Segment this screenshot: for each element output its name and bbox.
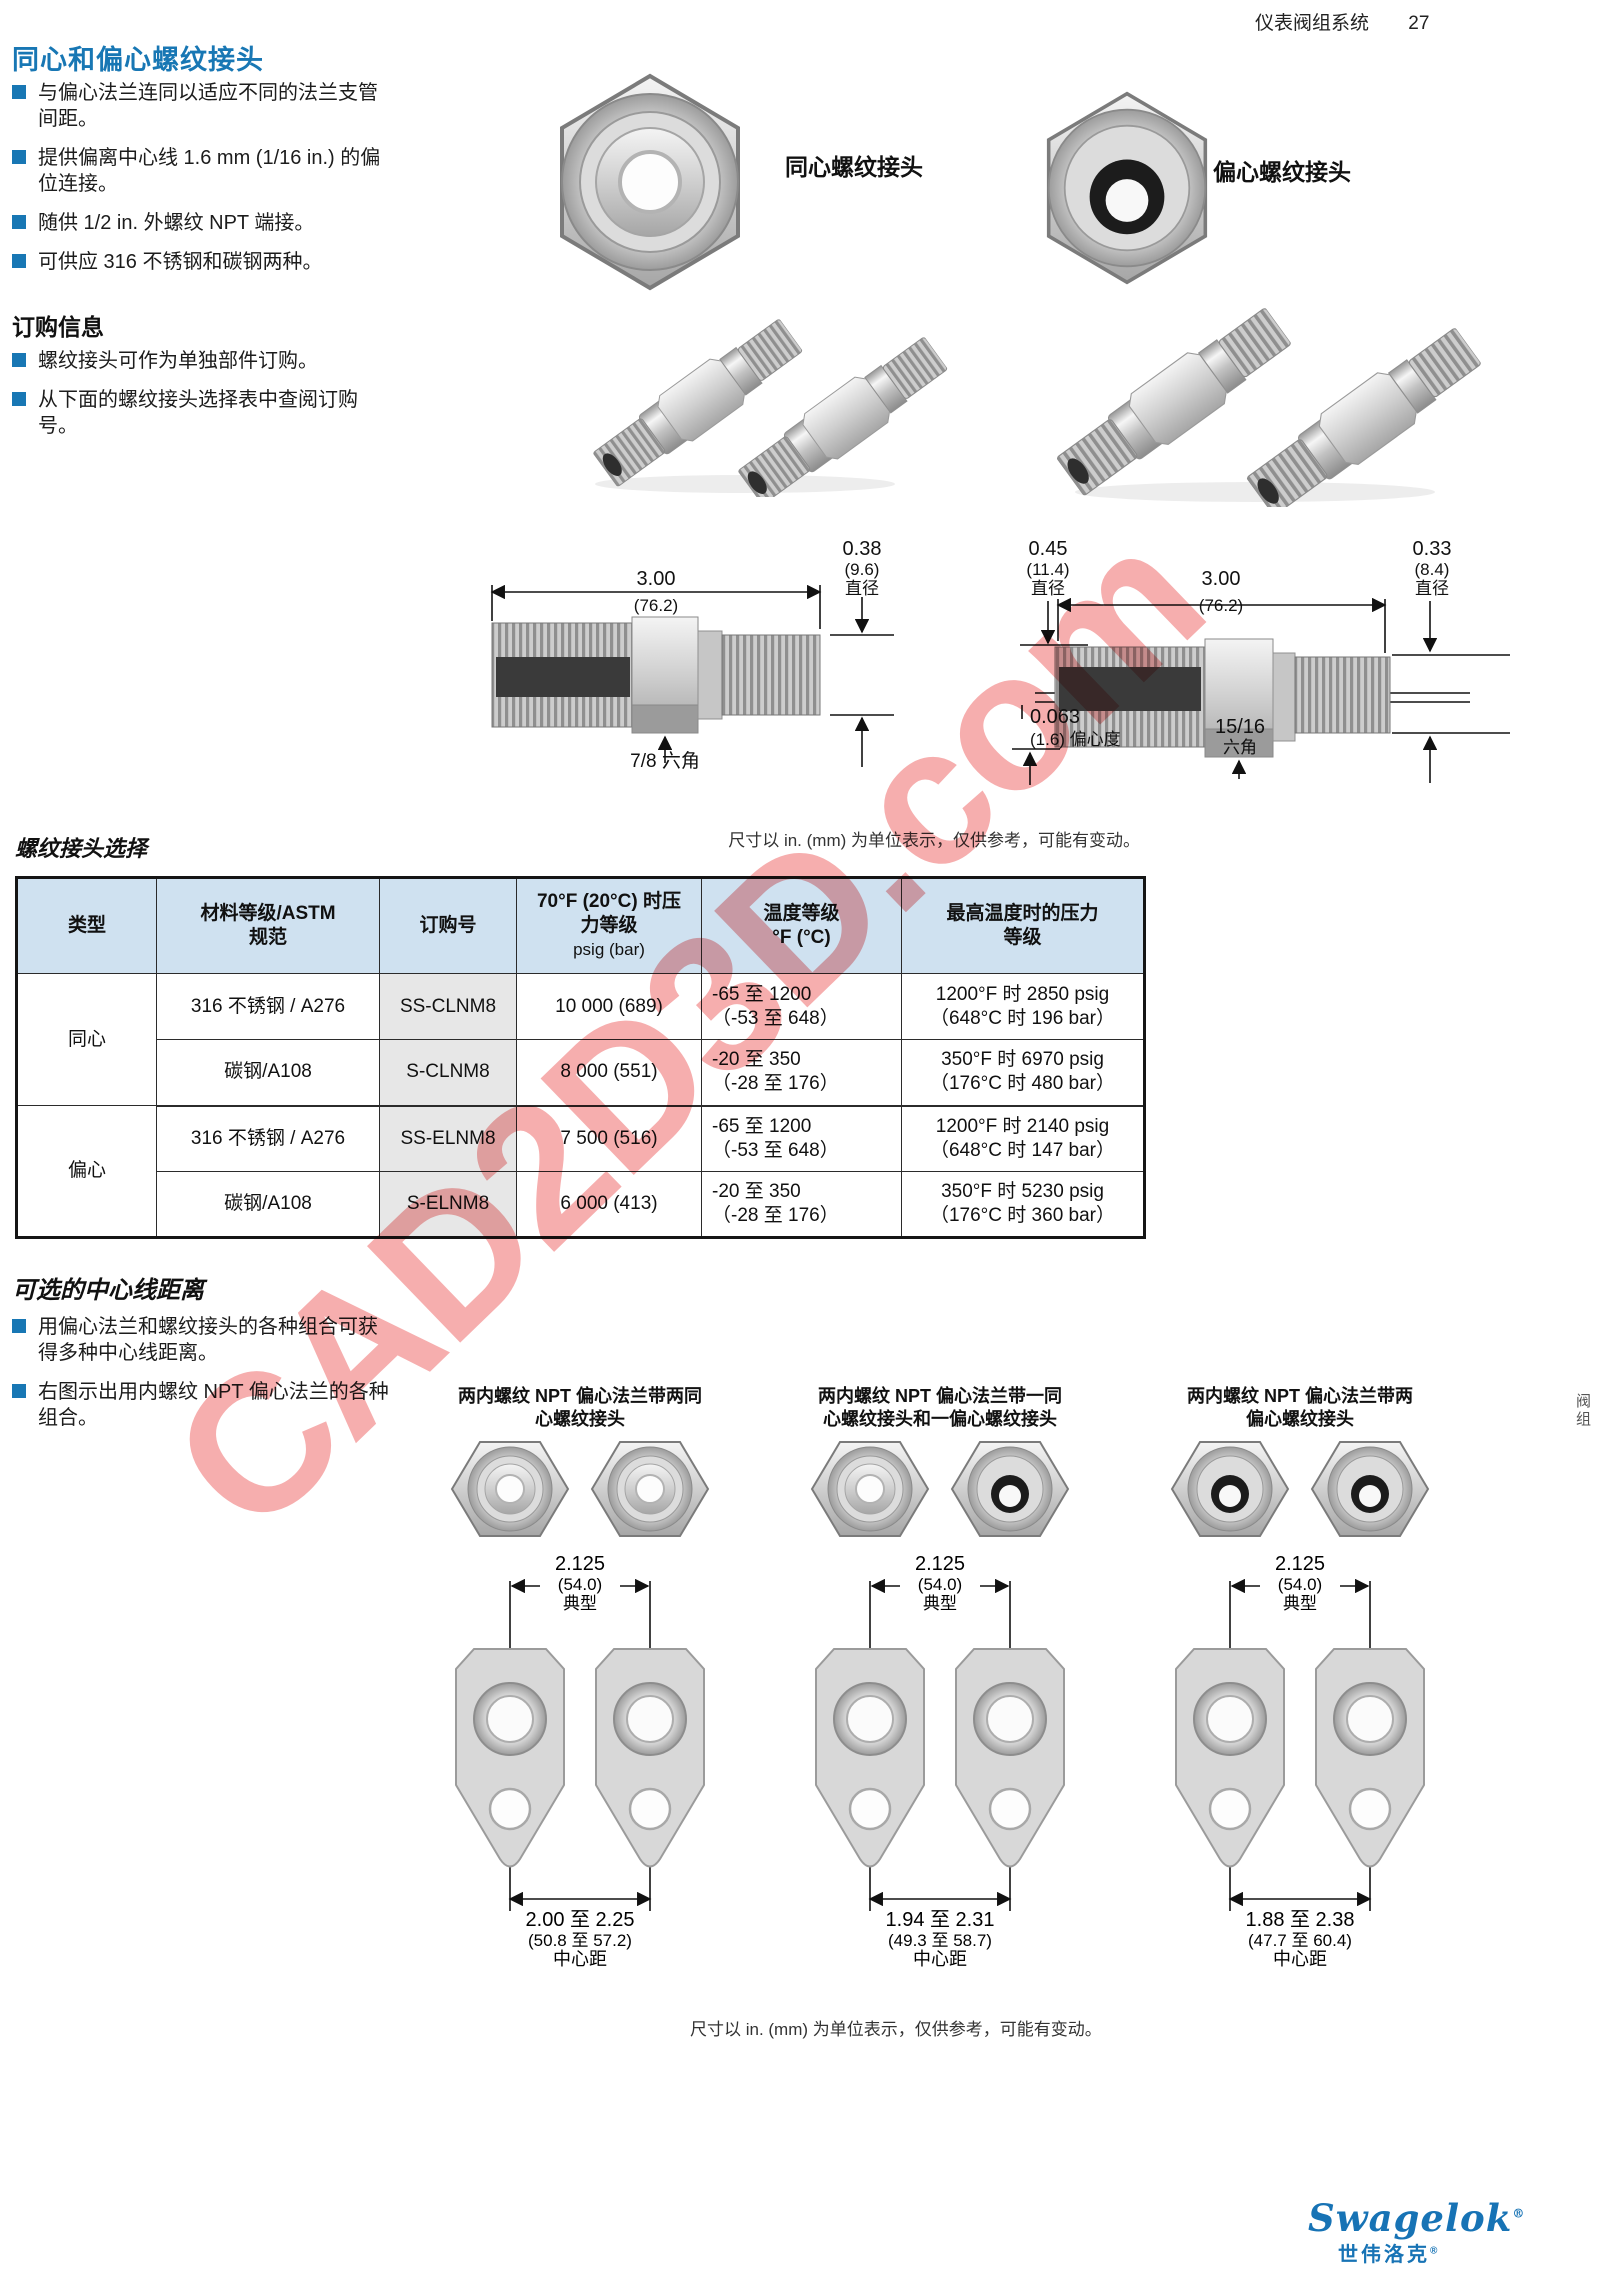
bullet-square-icon: [12, 1319, 26, 1333]
list-item: 提供偏离中心线 1.6 mm (1/16 in.) 的偏位连接。: [12, 145, 394, 197]
list-item: 用偏心法兰和螺纹接头的各种组合可获得多种中心线距离。: [12, 1314, 394, 1366]
ordering-list: 螺纹接头可作为单独部件订购。 从下面的螺纹接头选择表中查阅订购号。: [12, 348, 394, 452]
part-number: S-ELNM8: [379, 1171, 517, 1238]
centerline-section-title: 可选的中心线距离: [12, 1277, 204, 1304]
type-cell: 同心: [16, 973, 157, 1106]
list-item: 从下面的螺纹接头选择表中查阅订购号。: [12, 387, 394, 439]
part-number: S-CLNM8: [379, 1039, 517, 1107]
eccentric-label: 偏心螺纹接头: [1213, 159, 1351, 185]
bullet-square-icon: [12, 215, 26, 229]
feature-list: 与偏心法兰连同以适应不同的法兰支管间距。 提供偏离中心线 1.6 mm (1/1…: [12, 80, 394, 288]
part-number: SS-CLNM8: [379, 973, 517, 1040]
page-header: 仪表阀组系统 27: [1255, 8, 1429, 35]
combo-column-concentric-concentric: 两内螺纹 NPT 偏心法兰带两同心螺纹接头 2.125 (54.0) 典型 2.…: [400, 1385, 760, 1980]
dim-length-right-mm: (76.2): [1198, 596, 1244, 615]
typical-dim: 2.125 (54.0) 典型: [1274, 1553, 1326, 1613]
page-number: 27: [1408, 13, 1430, 34]
part-number: SS-ELNM8: [379, 1105, 517, 1172]
dim-dia33: 0.33 (8.4) 直径: [1412, 538, 1452, 598]
dim-length-left: 3.00: [636, 568, 676, 590]
section-title: 仪表阀组系统: [1255, 13, 1370, 34]
combo-diagram: [1171, 1441, 1429, 1911]
bullet-square-icon: [12, 254, 26, 268]
combo-column-concentric-eccentric: 两内螺纹 NPT 偏心法兰带一同心螺纹接头和一偏心螺纹接头 2.125 (54.…: [760, 1385, 1120, 1980]
dim-offset: 0.063: [1030, 706, 1081, 728]
col-max: 最高温度时的压力等级: [901, 877, 1145, 974]
centerline-list: 用偏心法兰和螺纹接头的各种组合可获得多种中心线距离。 右图示出用内螺纹 NPT …: [12, 1314, 394, 1444]
combo-header: 两内螺纹 NPT 偏心法兰带一同心螺纹接头和一偏心螺纹接头: [817, 1386, 1062, 1429]
bullet-square-icon: [12, 1384, 26, 1398]
col-type: 类型: [16, 877, 157, 974]
bullet-square-icon: [12, 392, 26, 406]
dim-offset-label: (1.6) 偏心度: [1030, 730, 1121, 749]
dim-length-right: 3.00: [1201, 568, 1241, 590]
typical-dim: 2.125 (54.0) 典型: [554, 1553, 606, 1613]
eccentric-nipples-photo: [1051, 299, 1488, 507]
combo-header: 两内螺纹 NPT 偏心法兰带两同心螺纹接头: [457, 1386, 702, 1429]
combo-header: 两内螺纹 NPT 偏心法兰带两偏心螺纹接头: [1186, 1386, 1413, 1429]
bullet-square-icon: [12, 353, 26, 367]
table-row: 偏心 316 不锈钢 / A276 SS-ELNM8 7 500 (516) -…: [16, 1105, 1145, 1238]
ordering-info-title: 订购信息: [12, 314, 104, 340]
side-tab: 阀组: [1574, 1393, 1591, 1429]
list-item: 随供 1/2 in. 外螺纹 NPT 端接。: [12, 210, 394, 236]
dim-dia-left: 0.38 (9.6) 直径: [842, 538, 882, 598]
table-title: 螺纹接头选择: [15, 836, 148, 861]
combo-column-eccentric-eccentric: 两内螺纹 NPT 偏心法兰带两偏心螺纹接头 2.125 (54.0) 典型 1.…: [1120, 1385, 1480, 1980]
typical-dim: 2.125 (54.0) 典型: [914, 1553, 966, 1613]
concentric-nipples-photo: [588, 311, 954, 497]
center-distance-dim: 1.88 至 2.38 (47.7 至 60.4) 中心距: [1245, 1909, 1355, 1969]
dimensions-note-bottom: 尺寸以 in. (mm) 为单位表示，仅供参考，可能有变动。: [690, 2020, 1102, 2039]
combo-diagram: [811, 1441, 1069, 1911]
col-part: 订购号: [379, 877, 517, 974]
swagelok-logo-cn: 世伟洛克®: [1338, 2244, 1441, 2266]
table-row: 碳钢/A108 S-CLNM8 8 000 (551) -20 至 350（-2…: [17, 1039, 1145, 1107]
center-distance-dim: 1.94 至 2.31 (49.3 至 58.7) 中心距: [885, 1909, 995, 1969]
dim-hex-left: 7/8 六角: [630, 751, 700, 772]
concentric-label: 同心螺纹接头: [785, 154, 923, 180]
eccentric-dimension-drawing: [1012, 597, 1510, 785]
concentric-nut-photo: [560, 74, 740, 290]
col-temp: 温度等级°F (°C): [701, 877, 902, 974]
swagelok-logo: Swagelok®: [1308, 2196, 1526, 2240]
list-item: 右图示出用内螺纹 NPT 偏心法兰的各种组合。: [12, 1379, 394, 1431]
list-item: 可供应 316 不锈钢和碳钢两种。: [12, 249, 394, 275]
dim-hex-right: 15/16 六角: [1214, 716, 1266, 757]
combo-diagram: [451, 1441, 709, 1911]
bullet-square-icon: [12, 85, 26, 99]
type-cell: 偏心: [16, 1105, 157, 1238]
list-item: 螺纹接头可作为单独部件订购。: [12, 348, 394, 374]
bullet-square-icon: [12, 150, 26, 164]
concentric-dimension-drawing: [490, 584, 894, 767]
page-title: 同心和偏心螺纹接头: [12, 45, 264, 75]
table-row: 碳钢/A108 S-ELNM8 6 000 (413) -20 至 350（-2…: [17, 1171, 1145, 1238]
table-row: 同心 316 不锈钢 / A276 SS-CLNM8 10 000 (689) …: [16, 973, 1145, 1106]
dim-dia45: 0.45 (11.4) 直径: [1026, 538, 1070, 598]
dimensions-note: 尺寸以 in. (mm) 为单位表示，仅供参考，可能有变动。: [728, 831, 1140, 850]
center-distance-dim: 2.00 至 2.25 (50.8 至 57.2) 中心距: [525, 1909, 635, 1969]
list-item: 与偏心法兰连同以适应不同的法兰支管间距。: [12, 80, 394, 132]
dim-length-left-mm: (76.2): [633, 596, 679, 615]
